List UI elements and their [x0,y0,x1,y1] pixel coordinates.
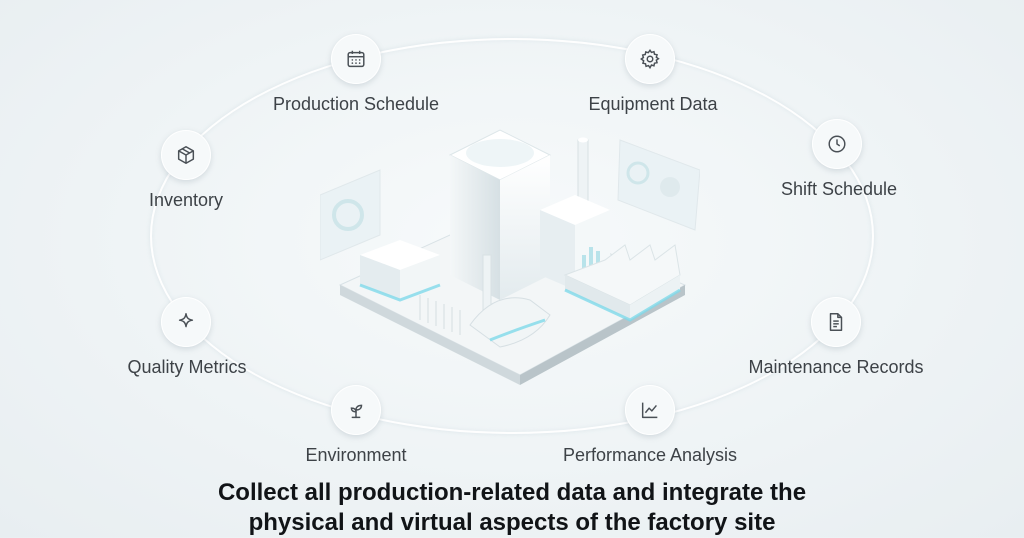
headline-line-2: physical and virtual aspects of the fact… [248,509,776,536]
node-label: Equipment Data [588,94,718,114]
box-icon [161,130,211,180]
clock-icon [812,119,862,169]
node-label: Production Schedule [272,94,440,114]
factory-illustration [320,129,700,385]
node-label: Environment [305,445,407,465]
document-icon [811,297,861,347]
node-label: Inventory [148,190,224,210]
gear-icon [625,34,675,84]
node-label: Performance Analysis [562,445,738,465]
sprout-icon [331,385,381,435]
headline-line-1: Collect all production-related data and … [217,479,807,506]
node-label: Quality Metrics [127,357,247,377]
headline: Collect all production-related data and … [0,478,1024,538]
node-label: Shift Schedule [780,179,898,199]
calendar-icon [331,34,381,84]
node-label: Maintenance Records [748,357,924,377]
sparkle-icon [161,297,211,347]
line-chart-icon [625,385,675,435]
orbit-ring [150,38,874,434]
